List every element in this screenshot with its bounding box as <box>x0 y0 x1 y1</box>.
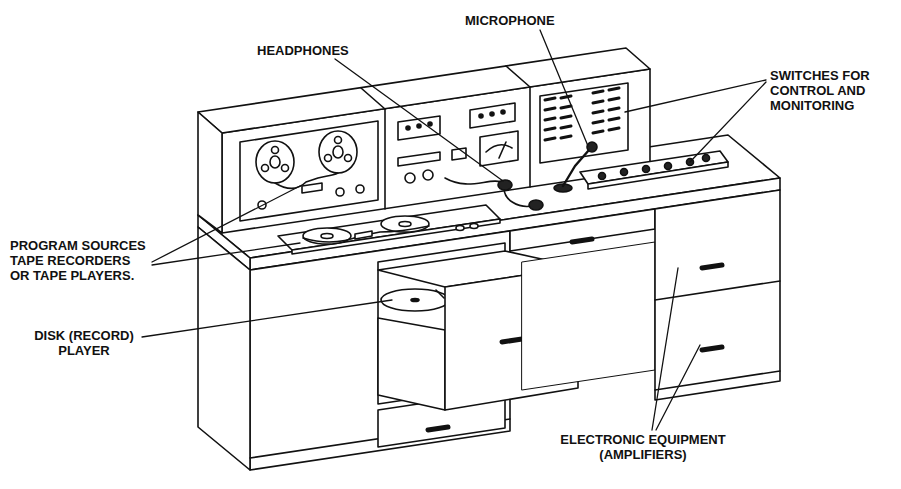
centre-drawer <box>510 209 655 390</box>
leader-lines <box>142 30 766 430</box>
switch-panel <box>540 83 628 163</box>
callout-label: ELECTRONIC EQUIPMENT (AMPLIFIERS) <box>553 432 733 462</box>
callout-label: PROGRAM SOURCES TAPE RECORDERS OR TAPE P… <box>10 238 150 283</box>
console-riser <box>198 48 650 233</box>
headphones <box>445 178 543 210</box>
meter-panel <box>398 103 518 183</box>
callout-label: SWITCHES FOR CONTROL AND MONITORING <box>770 68 898 113</box>
callout-label: MICROPHONE <box>465 13 555 28</box>
callout-label: HEADPHONES <box>257 43 349 58</box>
control-switch-panel <box>580 151 728 189</box>
callout-label: DISK (RECORD) PLAYER <box>28 328 140 358</box>
